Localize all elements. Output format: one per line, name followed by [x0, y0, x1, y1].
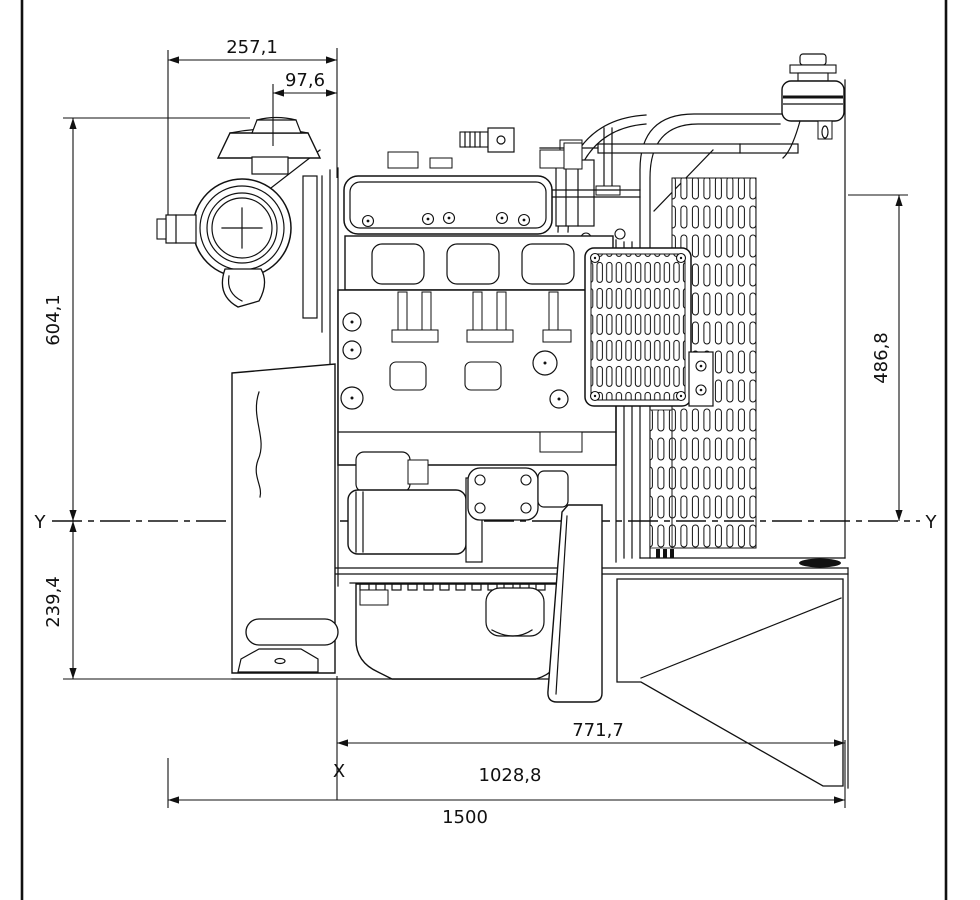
dim-label-97-6: 97,6 [285, 70, 325, 91]
front-mounting-bracket [231, 363, 339, 674]
expansion-tank [781, 53, 845, 159]
fan-drive [555, 159, 595, 227]
filler-cap [799, 53, 827, 66]
breather-fittings [387, 127, 583, 170]
dim-label-1028-8: 1028,8 [479, 765, 542, 786]
air-cleaner-mount-plate [302, 175, 318, 319]
dim-label-257-1: 257,1 [226, 37, 278, 58]
air-cleaner-cap [216, 132, 322, 159]
generator-mounting-foot [547, 504, 603, 703]
dim-604-1: 604,1 [43, 118, 77, 521]
y-axis-label-left: Y [34, 512, 47, 533]
starter-motor [347, 489, 467, 555]
head-studs [391, 291, 572, 343]
valve-cover [343, 175, 553, 235]
x-axis-label: X [333, 761, 345, 782]
engine [235, 127, 633, 703]
radiator-louvers-lower [649, 409, 673, 549]
dim-label-1500: 1500 [442, 807, 488, 828]
grille-bracket [688, 351, 714, 407]
vibration-pad [799, 558, 841, 568]
dim-label-239-4: 239,4 [43, 576, 64, 628]
block-bosses [340, 312, 569, 410]
dimensions: 257,1 97,6 604,1 239,4 486,8 [34, 37, 938, 828]
starter-solenoid [355, 451, 411, 493]
air-cleaner [156, 116, 322, 308]
dim-label-486-8: 486,8 [871, 332, 892, 384]
dim-label-604-1: 604,1 [43, 294, 64, 346]
dim-486-8: 486,8 [871, 195, 903, 521]
sheet-border [20, 0, 948, 900]
air-outlet-elbow [221, 268, 266, 308]
dim-257-1: 257,1 [168, 37, 337, 64]
dim-239-4: 239,4 [43, 521, 77, 679]
valve-cover-bolts [361, 211, 531, 228]
support-gusset [616, 578, 844, 787]
rear-grille-panel [584, 247, 714, 407]
dim-771-7: 771,7 [337, 720, 845, 747]
air-inlet [165, 214, 197, 244]
dim-label-771-7: 771,7 [572, 720, 624, 741]
dim-1028-8: 1028,8 1500 [168, 765, 845, 828]
radiator-top-rail [597, 143, 799, 154]
oil-pan-flange-bolts [359, 583, 546, 591]
y-axis-label-right: Y [925, 512, 938, 533]
mounting-foot [237, 648, 319, 673]
dim-97-6: 97,6 [273, 70, 337, 97]
